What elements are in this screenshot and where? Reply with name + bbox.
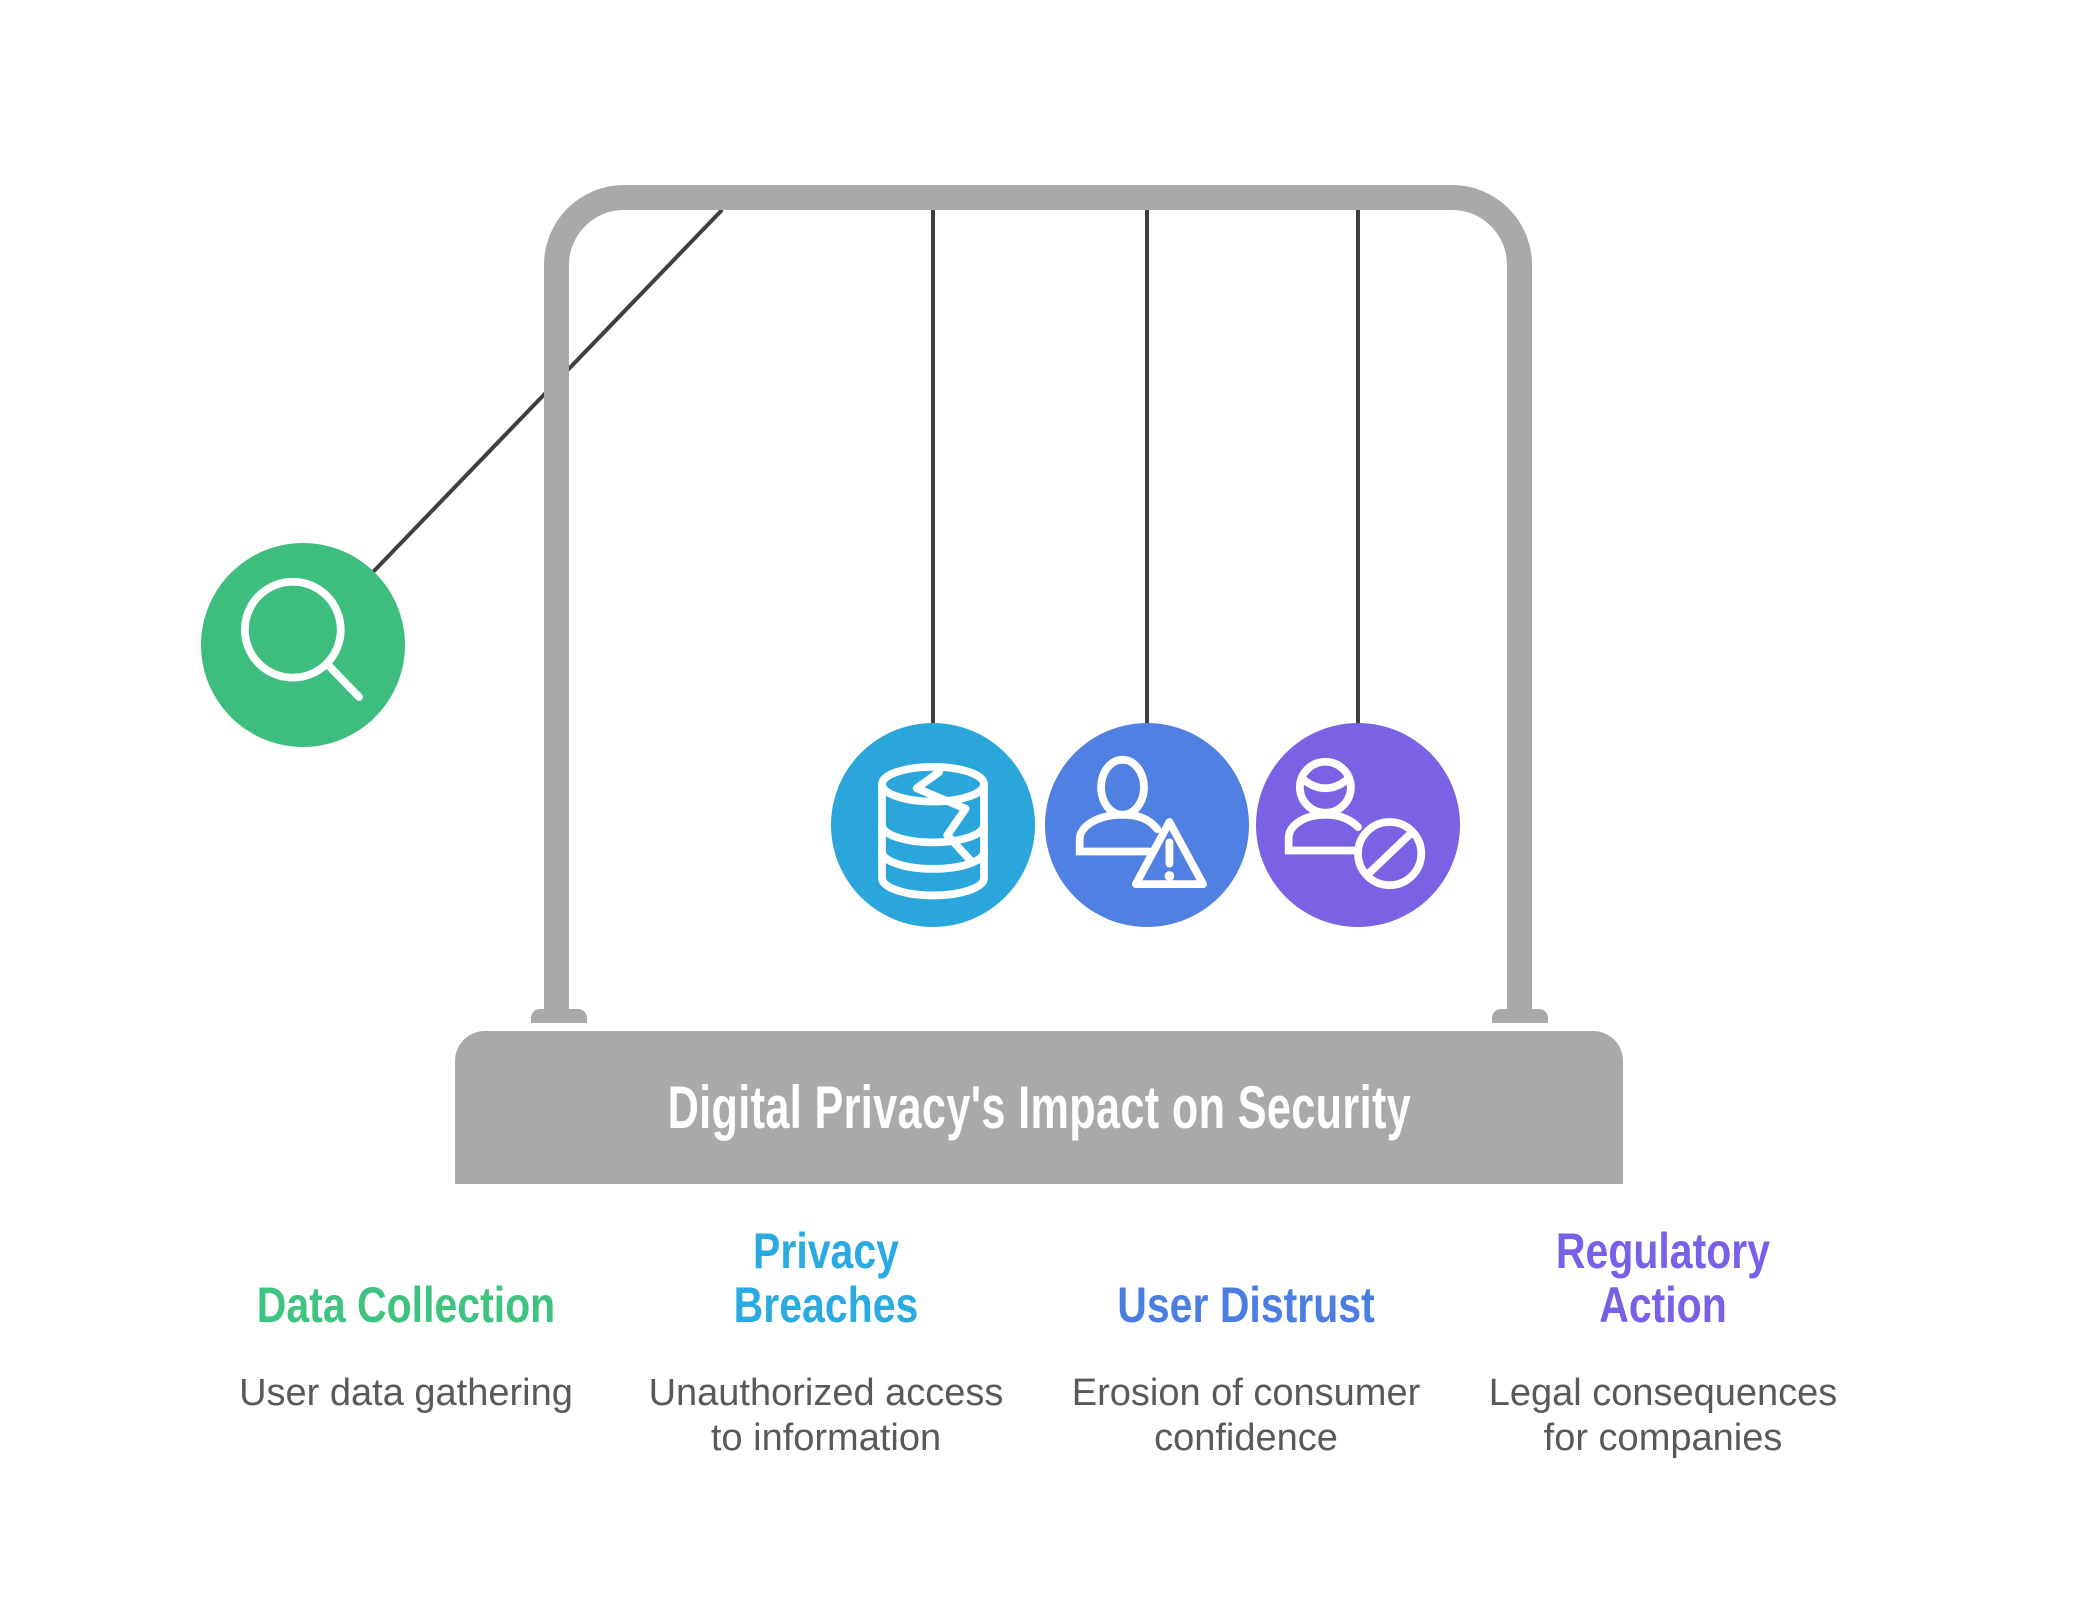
column-description-user-distrust: Erosion of consumer confidence — [1071, 1372, 1421, 1459]
search-icon — [240, 577, 363, 701]
column-heading-data-collection: Data Collection — [256, 1277, 556, 1333]
column-heading-user-distrust: User Distrust — [1117, 1277, 1375, 1333]
cradle-foot-left — [531, 1009, 587, 1023]
ball-user-distrust — [1045, 723, 1249, 927]
column-data-collection: Data Collection User data gathering — [196, 1224, 616, 1416]
broken-database-icon — [878, 762, 988, 900]
diagram-title: Digital Privacy's Impact on Security — [667, 1074, 1411, 1141]
cradle-frame — [544, 185, 1532, 1009]
column-description-regulatory-action: Legal consequences for companies — [1488, 1372, 1838, 1459]
column-heading-privacy-breaches: Privacy Breaches — [733, 1223, 919, 1333]
user-blocked-icon — [1284, 757, 1426, 890]
ball-privacy-breaches — [831, 723, 1035, 927]
ball-data-collection — [201, 543, 405, 747]
column-regulatory-action: Regulatory Action Legal consequences for… — [1453, 1224, 1873, 1461]
column-privacy-breaches: Privacy Breaches Unauthorized access to … — [616, 1224, 1036, 1461]
cradle-foot-right — [1492, 1009, 1548, 1023]
ball-regulatory-action — [1256, 723, 1460, 927]
column-heading-regulatory-action: Regulatory Action — [1555, 1223, 1771, 1333]
column-user-distrust: User Distrust Erosion of consumer confid… — [1036, 1224, 1456, 1461]
cradle-base: Digital Privacy's Impact on Security — [455, 1031, 1623, 1184]
column-description-data-collection: User data gathering — [239, 1372, 573, 1414]
user-warning-icon — [1075, 755, 1207, 889]
column-description-privacy-breaches: Unauthorized access to information — [648, 1372, 1004, 1459]
